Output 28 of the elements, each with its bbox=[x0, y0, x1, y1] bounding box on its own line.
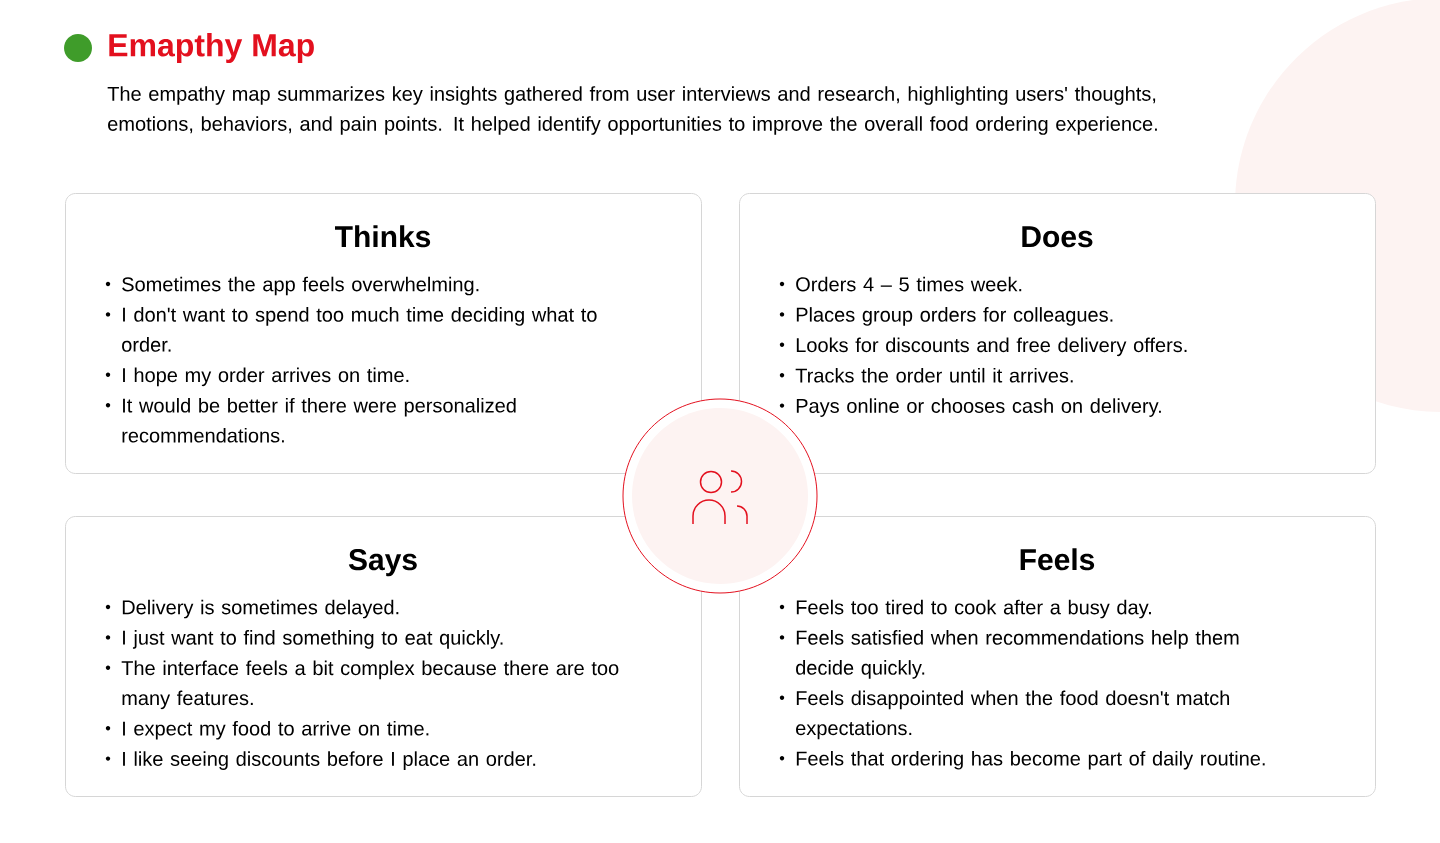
bullet-item: Feels that ordering has become part of daily routine. bbox=[779, 750, 1265, 770]
bullet-item: Delivery is sometimes delayed. bbox=[105, 599, 399, 619]
bullet-item: I hope my order arrives on time. bbox=[105, 367, 409, 387]
quadrant-card bbox=[65, 193, 702, 474]
bullet-item: Looks for discounts and free delivery offers. bbox=[779, 337, 1187, 357]
bullet-item: I just want to find something to eat quickly. bbox=[105, 630, 503, 649]
bullet-item: Places group orders for colleagues. bbox=[779, 307, 1113, 326]
bullet-item: Pays online or chooses cash on delivery. bbox=[779, 398, 1161, 417]
bullet-item: I expect my food to arrive on time. bbox=[105, 720, 429, 740]
quadrant-card bbox=[739, 516, 1376, 797]
bullet-item: Feels too tired to cook after a busy day. bbox=[779, 599, 1151, 619]
bullet-item: The interface feels a bit complex because there are too many features. bbox=[105, 660, 619, 710]
quadrant-card bbox=[65, 516, 702, 797]
bullet-item: I don't want to spend too much time deciding what to order. bbox=[105, 307, 597, 352]
title: Emapthy Map bbox=[109, 33, 314, 63]
card-heading: Does bbox=[1022, 226, 1093, 248]
bullet-item: Orders 4 – 5 times week. bbox=[779, 276, 1022, 292]
bullet-item: Feels satisfied when recommendations help them decide quickly. bbox=[779, 630, 1239, 679]
bullet-item: Feels disappointed when the food doesn't match expectations. bbox=[779, 690, 1229, 740]
card-heading: Says bbox=[348, 549, 417, 577]
bullet-item: I like seeing discounts before I place an order. bbox=[105, 751, 536, 770]
bullet-item: Sometimes the app feels overwhelming. bbox=[105, 276, 479, 296]
quadrant-card bbox=[739, 193, 1376, 474]
card-heading: Feels bbox=[1020, 548, 1095, 571]
card-heading: Thinks bbox=[335, 225, 431, 248]
bullet-item: It would be better if there were personalized recommendations. bbox=[105, 397, 516, 443]
description: The empathy map summarizes key insights gathered from user interviews and research, highlighting users' thoughts, emotions, behaviors, and pain points. It helped identify opportunities to improve the overall food ordering experience. bbox=[107, 86, 1157, 135]
bullet-item: Tracks the order until it arrives. bbox=[779, 367, 1073, 383]
